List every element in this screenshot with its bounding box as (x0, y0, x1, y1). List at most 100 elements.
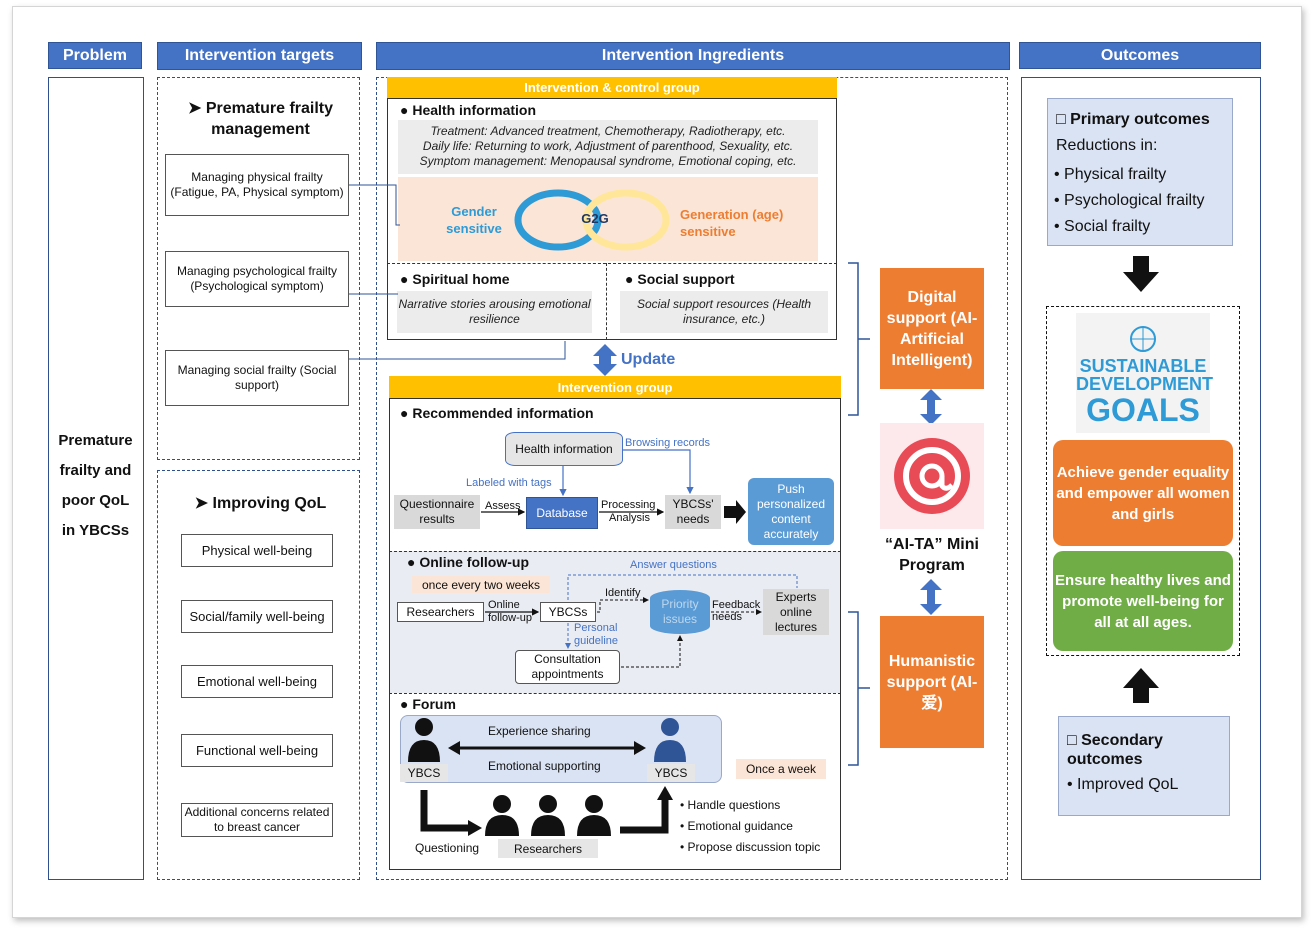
forum-title: ● Forum (400, 696, 456, 712)
forum-task: • Propose discussion topic (680, 840, 821, 854)
emotional-supporting-label: Emotional supporting (488, 759, 601, 773)
g2g-label: G2G (581, 211, 609, 226)
primary-outcome-text: Physical frailty (1064, 166, 1167, 183)
questioning-label: Questioning (415, 841, 480, 855)
recommended-title-text: Recommended information (412, 405, 594, 421)
priority-issues-db: Priority issues (650, 590, 710, 634)
header-targets: Intervention targets (157, 42, 362, 70)
once-two-weeks: once every two weeks (412, 576, 550, 593)
answer-questions-label: Answer questions (630, 559, 717, 571)
secondary-outcome-item: • Improved QoL (1067, 776, 1179, 793)
feedback-needs-label: Feedback needs (712, 599, 761, 623)
social-support-title-text: Social support (637, 271, 735, 287)
humanistic-support-box: Humanistic support (AI-爱) (880, 616, 984, 748)
social-support-title: ● Social support (625, 271, 735, 287)
primary-outcome-text: Social frailty (1064, 218, 1151, 235)
forum-task: • Emotional guidance (680, 819, 793, 833)
problem-text: Premature frailty and poor QoL in YBCSs (49, 426, 142, 546)
control-group-bar: Intervention & control group (387, 77, 837, 98)
followup-title: ● Online follow-up (407, 554, 530, 570)
forum-tasks: • Handle questions • Emotional guidance … (680, 795, 820, 858)
ai-ta-logo (880, 423, 984, 529)
ai-ta-logo-icon (894, 438, 970, 514)
social-support-text: Social support resources (Health insuran… (620, 291, 828, 333)
problem-line: poor QoL (61, 492, 130, 509)
experts-lectures: Experts online lectures (763, 589, 829, 635)
ybcs-right-label: YBCS (647, 764, 695, 782)
processing-label: Processing (601, 499, 656, 511)
health-line: Symptom management: Menopausal syndrome,… (419, 154, 797, 168)
digital-support-box: Digital support (AI-Artificial Intellige… (880, 268, 984, 389)
sdg-panel (1046, 306, 1240, 656)
primary-outcome-item: • Physical frailty (1054, 166, 1167, 183)
frailty-title-text: Premature frailty management (205, 100, 334, 138)
problem-line: Premature (58, 432, 133, 449)
health-line: Daily life: Returning to work, Adjustmen… (422, 139, 794, 153)
health-info-details: Treatment: Advanced treatment, Chemother… (398, 120, 818, 174)
health-info-title: ● Health information (400, 102, 537, 118)
intervention-group-bar: Intervention group (389, 376, 841, 398)
forum-task: • Handle questions (680, 798, 781, 812)
header-ingredients: Intervention Ingredients (376, 42, 1010, 70)
qol-breast-cancer: Additional concerns related to breast ca… (181, 803, 333, 837)
goal-health: Ensure healthy lives and promote well-be… (1053, 551, 1233, 651)
primary-outcomes-title-text: Primary outcomes (1070, 111, 1210, 128)
health-line: Treatment: Advanced treatment, Chemother… (430, 124, 786, 138)
spiritual-home-title: ● Spiritual home (400, 271, 510, 287)
divider (387, 263, 837, 264)
sdg-line2: DEVELOPMENT (1076, 374, 1214, 394)
goal-gender-equality: Achieve gender equality and empower all … (1053, 440, 1233, 546)
secondary-outcomes-title-text: Secondary outcomes (1067, 732, 1163, 768)
personal-guideline-label: Personal guideline (574, 622, 619, 647)
forum-task-text: Emotional guidance (687, 819, 793, 833)
primary-outcome-text: Psychological frailty (1064, 192, 1205, 209)
spiritual-home-title-text: Spiritual home (412, 271, 510, 287)
identify-label: Identify (605, 587, 641, 599)
consultation-appointments: Consultation appointments (515, 650, 620, 684)
primary-outcomes-list: • Physical frailty • Psychological frail… (1054, 162, 1205, 240)
health-information-db: Health information (505, 432, 623, 466)
secondary-outcomes-box: □ Secondary outcomes • Improved QoL (1058, 716, 1230, 816)
spiritual-home-text: Narrative stories arousing emotional res… (397, 291, 592, 333)
database: Database (526, 497, 598, 529)
problem-column: Premature frailty and poor QoL in YBCSs (48, 77, 144, 880)
intervention-group-box (389, 398, 841, 870)
control-group-box (387, 98, 837, 340)
online-followup-label: Online follow-up (488, 599, 533, 624)
forum-task-text: Handle questions (687, 798, 781, 812)
sdg-line1: SUSTAINABLE (1079, 356, 1207, 376)
update-label: Update (621, 351, 676, 368)
followup-title-text: Online follow-up (419, 554, 530, 570)
secondary-outcomes-title: □ Secondary outcomes (1067, 732, 1163, 768)
primary-outcomes-box: □ Primary outcomes Reductions in: • Phys… (1047, 98, 1233, 246)
header-outcomes: Outcomes (1019, 42, 1261, 69)
sdg-logo: SUSTAINABLE DEVELOPMENT GOALS (1076, 313, 1214, 433)
ybcss-box: YBCSs (540, 602, 596, 622)
qol-social-family: Social/family well-being (181, 600, 333, 633)
labeled-tags-label: Labeled with tags (466, 477, 552, 489)
frailty-targets-panel (157, 77, 360, 460)
problem-line: in YBCSs (61, 522, 130, 539)
sdg-line3: GOALS (1086, 392, 1200, 428)
problem-line: frailty and (59, 462, 132, 479)
arrow-bullet-icon: ➤ (187, 100, 206, 117)
recommended-title: ● Recommended information (400, 405, 594, 421)
browsing-records-label: Browsing records (625, 437, 710, 449)
qol-title-text: Improving QoL (212, 495, 327, 512)
health-info-title-text: Health information (412, 102, 537, 118)
push-content: Push personalized content accurately (748, 478, 834, 545)
gender-sensitive-label: Gender sensitive (446, 204, 502, 236)
reductions-label: Reductions in: (1056, 137, 1158, 154)
qol-physical: Physical well-being (181, 534, 333, 567)
arrow-bullet-icon: ➤ (194, 495, 213, 512)
qol-targets-panel (157, 470, 360, 880)
target-physical-frailty: Managing physical frailty (Fatigue, PA, … (165, 154, 349, 216)
primary-outcome-item: • Psychological frailty (1054, 192, 1205, 209)
ybcss-needs: YBCSs' needs (665, 495, 721, 529)
once-a-week: Once a week (736, 759, 826, 779)
